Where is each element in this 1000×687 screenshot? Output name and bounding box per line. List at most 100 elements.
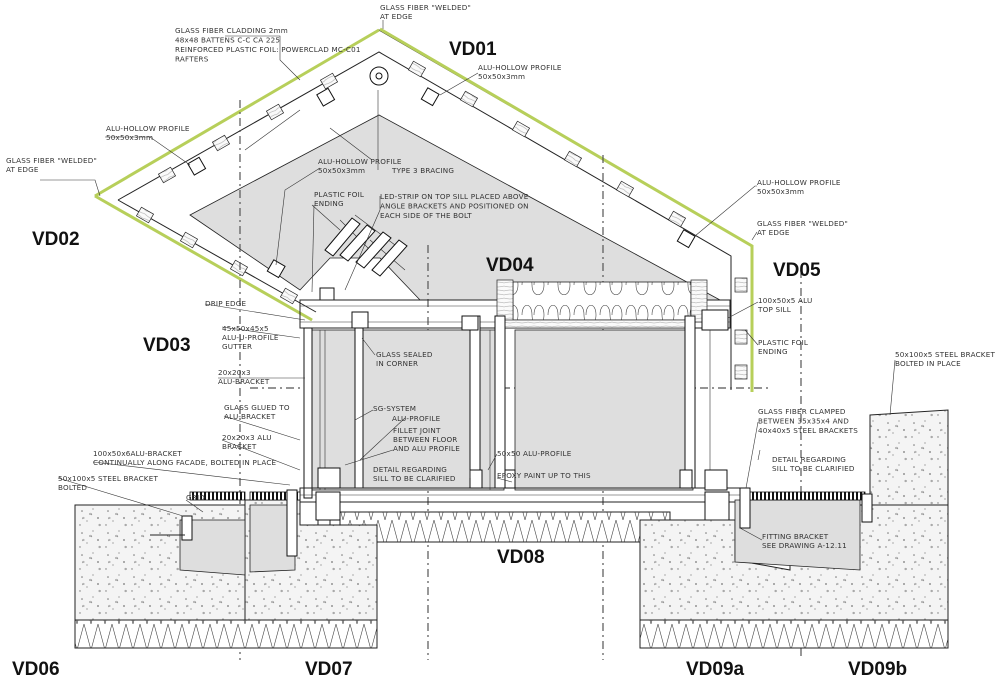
annotation-line: GLASS FIBER "WELDED" bbox=[6, 156, 97, 165]
annotation-line: SILL TO BE CLARIFIED bbox=[373, 474, 456, 483]
annotation-line: 20x20x3 ALU bbox=[222, 433, 272, 442]
annotation-line: ALU-PROFILE bbox=[392, 414, 441, 423]
annotation-line: GLASS GLUED TO bbox=[224, 403, 290, 412]
annotation-line: EACH SIDE OF THE BOLT bbox=[380, 211, 472, 220]
roof-interior-fill bbox=[189, 114, 721, 301]
annotation-line: LED-STRIP ON TOP SILL PLACED ABOVE bbox=[380, 192, 529, 201]
annotation-line: 50x50x3mm bbox=[106, 133, 153, 142]
annotation-line: BRACKET bbox=[222, 442, 257, 451]
note-glass-fiber-welded-left: GLASS FIBER "WELDED"AT EDGE bbox=[6, 156, 97, 174]
annotation-line: BETWEEN 35x35x4 AND bbox=[758, 417, 849, 426]
annotation-line: REINFORCED PLASTIC FOIL: POWERCLAD MC-C0… bbox=[175, 45, 361, 54]
label-vd06: VD06 bbox=[12, 659, 60, 680]
annotation-line: ALU-HOLLOW PROFILE bbox=[478, 63, 562, 72]
annotation-line: 40x40x5 STEEL BRACKETS bbox=[758, 426, 858, 435]
label-vd07: VD07 bbox=[305, 659, 353, 680]
note-sg-system: SG-SYSTEM bbox=[373, 404, 416, 413]
type3-bracing bbox=[324, 66, 408, 277]
annotation-line: ALU-BRACKET bbox=[218, 377, 270, 386]
annotation-line: SILL TO BE CLARIFIED bbox=[772, 464, 855, 473]
annotation-line: ALU-BRACKET bbox=[224, 412, 276, 421]
annotation-line: GLASS FIBER "WELDED" bbox=[757, 219, 848, 228]
note-glass-fiber-welded-top: GLASS FIBER "WELDED"AT EDGE bbox=[380, 3, 471, 21]
annotation-line: IN CORNER bbox=[376, 359, 418, 368]
roof-section bbox=[94, 27, 802, 660]
leader-lines bbox=[40, 20, 896, 541]
note-type3-bracing: TYPE 3 BRACING bbox=[391, 166, 454, 175]
annotation-line: AT EDGE bbox=[380, 12, 413, 21]
glass-fiber-edge-right bbox=[379, 27, 754, 392]
annotation-line: DETAIL REGARDING bbox=[772, 455, 846, 464]
annotation-line: 100x50x6ALU-BRACKET bbox=[93, 449, 182, 458]
annotation-line: 50x100x5 STEEL BRACKET bbox=[895, 350, 995, 359]
glass-fiber-edge-top bbox=[94, 28, 380, 198]
annotation-line: PLASTIC FOIL bbox=[758, 338, 808, 347]
glass-pane-right bbox=[514, 329, 694, 491]
annotation-line: SG-SYSTEM bbox=[373, 404, 416, 413]
annotation-line: 48x48 BATTENS C-C CA 225 bbox=[175, 36, 280, 45]
battens-right bbox=[407, 60, 748, 380]
annotation-line: GRID bbox=[186, 493, 205, 502]
annotation-line: ALU-U-PROFILE bbox=[222, 333, 279, 342]
annotation-line: DRIP EDGE bbox=[205, 299, 247, 308]
annotation-line: TOP SILL bbox=[757, 305, 791, 314]
annotation-line: 100x50x5 ALU bbox=[758, 296, 812, 305]
foundation-left bbox=[74, 489, 378, 649]
annotation-line: AND ALU PROFILE bbox=[393, 444, 460, 453]
annotation-line: ENDING bbox=[314, 199, 344, 208]
annotation-line: BOLTED bbox=[58, 483, 87, 492]
annotation-line: 45x50x45x5 bbox=[222, 324, 269, 333]
grid-left bbox=[189, 491, 246, 501]
annotation-line: ALU-HOLLOW PROFILE bbox=[757, 178, 841, 187]
insulation bbox=[512, 281, 692, 321]
gravel-bed-center bbox=[339, 511, 671, 543]
annotation-line: GLASS SEALED bbox=[376, 350, 433, 359]
label-vd03: VD03 bbox=[143, 335, 191, 356]
annotation-line: PLASTIC FOIL bbox=[314, 190, 364, 199]
note-glass-fiber-welded-right: GLASS FIBER "WELDED"AT EDGE bbox=[757, 219, 848, 237]
annotation-line: 50x50x3mm bbox=[318, 166, 365, 175]
label-vd05: VD05 bbox=[773, 260, 821, 281]
annotation-line: 20x20x3 bbox=[218, 368, 251, 377]
label-vd02: VD02 bbox=[32, 229, 80, 250]
annotation-line: FILLET JOINT bbox=[393, 426, 441, 435]
annotation-line: CONTINUALLY ALONG FACADE, BOLTED IN PLAC… bbox=[93, 458, 277, 467]
mullions bbox=[303, 309, 729, 499]
note-alu-profile: ALU-PROFILE bbox=[392, 414, 441, 423]
label-vd09a: VD09a bbox=[686, 659, 745, 680]
section-labels: VD01 VD02 VD03 VD04 VD05 VD06 VD07 VD08 … bbox=[12, 39, 907, 680]
annotation-line: 50x100x5 STEEL BRACKET bbox=[58, 474, 158, 483]
annotation-line: FITTING BRACKET bbox=[762, 532, 829, 541]
grid-mid bbox=[249, 491, 301, 501]
annotation-line: ANGLE BRACKETS AND POSITIONED ON bbox=[380, 202, 529, 211]
annotation-line: 50x50x3mm bbox=[757, 187, 804, 196]
label-vd09b: VD09b bbox=[848, 659, 907, 680]
alu-hollow-profiles bbox=[187, 87, 696, 301]
annotation-line: 50x50x3mm bbox=[478, 72, 525, 81]
annotation-line: EPOXY PAINT UP TO THIS bbox=[497, 471, 591, 480]
annotation-line: GLASS FIBER CLADDING 2mm bbox=[175, 26, 288, 35]
note-drip-edge: DRIP EDGE bbox=[205, 299, 247, 308]
annotation-line: 50x50 ALU-PROFILE bbox=[497, 449, 572, 458]
annotation-line: AT EDGE bbox=[757, 228, 790, 237]
